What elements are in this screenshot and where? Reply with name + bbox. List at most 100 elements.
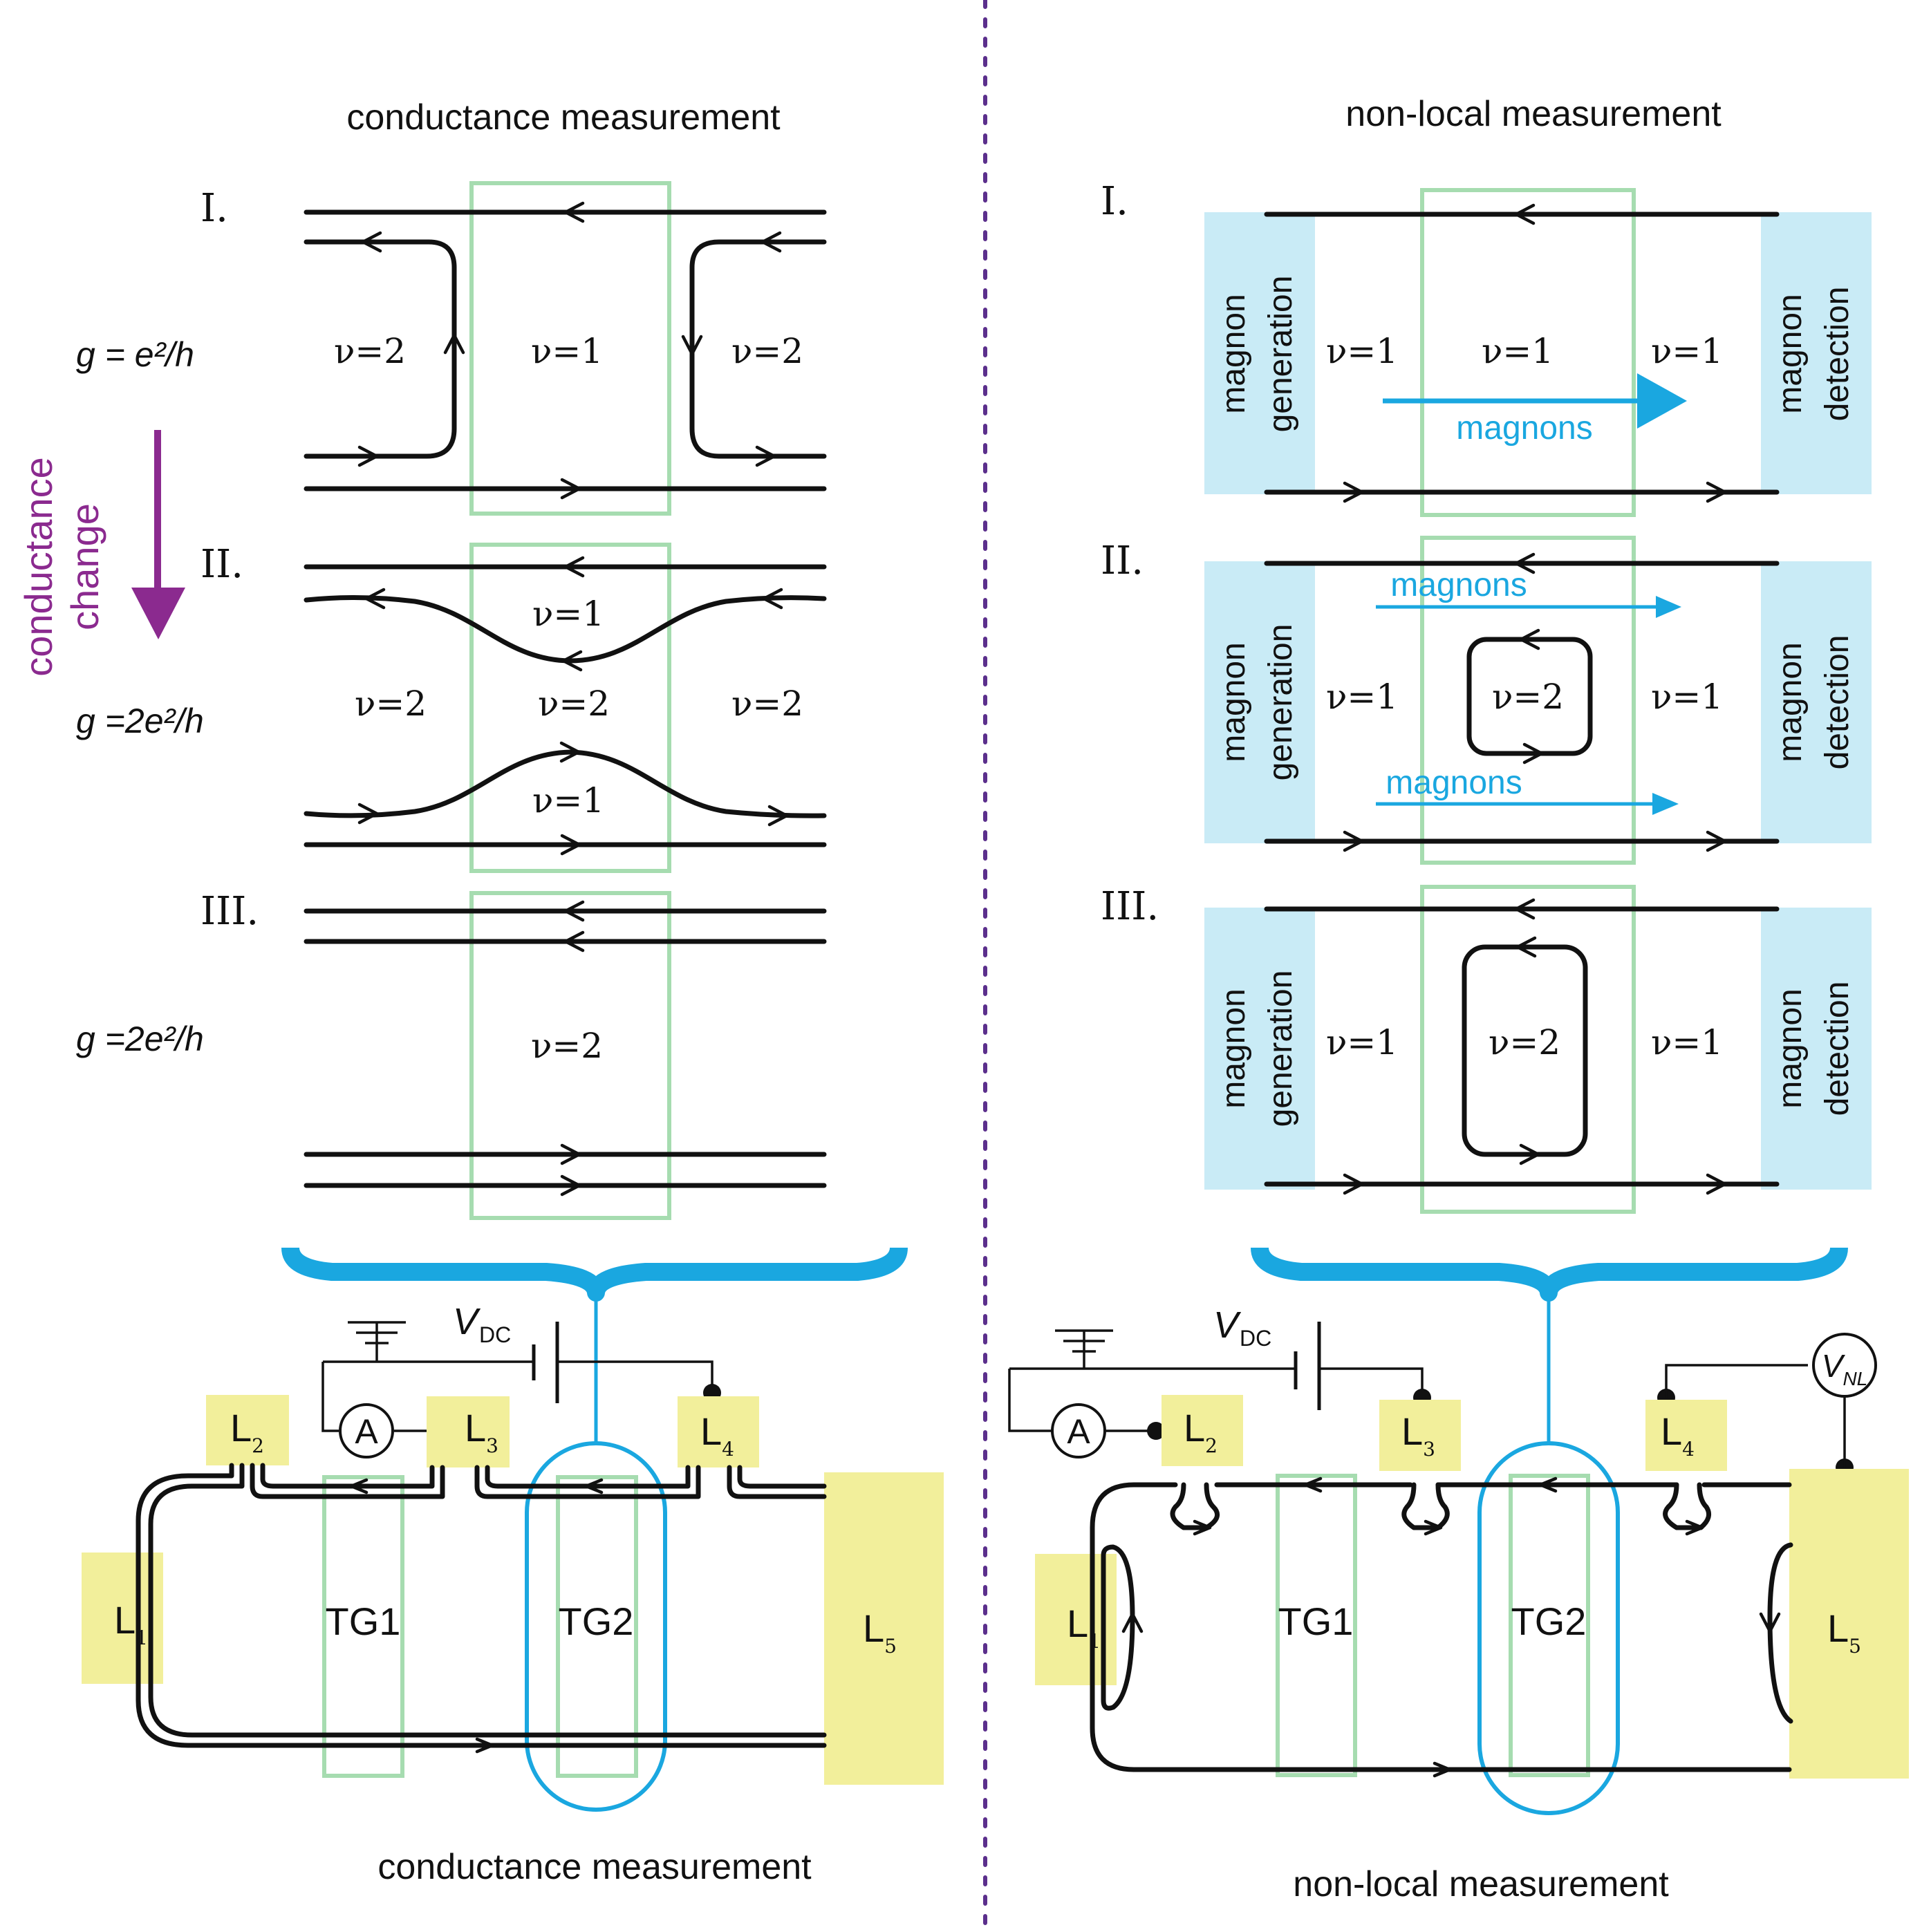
right-vdc-label: VDC [1213,1304,1271,1351]
left-gate-tg1-label: TG1 [326,1600,401,1643]
left-lead-l3-label: L3 [465,1406,498,1457]
left-panel-3-gate [469,891,671,1220]
left-circuit: VDC A L1 L2 L3 L4 L5 TG1 TG2 [82,1301,944,1812]
right-panel-1: I. magnons ν=1 ν=1 ν=1 [1101,179,1872,517]
right-panel-3-nu-left: ν=1 [1326,1022,1398,1062]
left-lead-l5-label: L5 [863,1606,897,1658]
right-ammeter-icon: A [1051,1403,1106,1459]
detection-label-1a: magnon [1772,294,1809,413]
svg-text:A: A [1067,1412,1090,1451]
right-panel-2-nu-left: ν=1 [1326,677,1398,717]
right-vnl-voltmeter-icon: VNL [1812,1333,1877,1398]
left-lead-l2-label: L2 [230,1406,264,1457]
conductance-change-arrow [131,430,185,639]
right-panel-3-generation-box [1204,908,1315,1190]
left-ground-icon [348,1321,406,1362]
right-gate-tg2 [1509,1474,1590,1777]
left-lead-l5 [824,1472,944,1785]
left-panel-2-nu-bottom: ν=1 [532,780,604,820]
detection-label-2a: magnon [1772,642,1809,762]
left-panel-1-nu-left: ν=2 [334,331,406,371]
left-panel-3-conductance: g =2e²/h [76,1020,204,1058]
left-panel-1-roman: I. [200,186,228,231]
left-tg2-outline [525,1441,667,1812]
right-panel-2-roman: II. [1101,538,1144,583]
left-lead-l2 [206,1395,289,1465]
left-panel-2-conductance: g =2e²/h [76,702,204,740]
generation-label-2a: magnon [1215,642,1252,762]
conductance-change-line2: change [63,503,106,630]
left-panel-3-roman: III. [200,889,259,934]
right-panel-3-gate [1420,885,1636,1214]
left-gate-tg2-label: TG2 [559,1600,634,1643]
left-panel-1-nu-right: ν=2 [731,331,803,371]
left-panel-2-gate [469,543,671,873]
right-panel-2-detection-box [1761,561,1872,843]
right-panel-3: III. ν=1 ν=2 ν=1 [1101,884,1872,1214]
conductance-change-label: conductance change [17,457,106,677]
right-panel-3-detection-box [1761,908,1872,1190]
left-gate-tg1 [322,1475,404,1778]
left-panel-1-gate [469,181,671,516]
left-lead-l4 [678,1396,759,1467]
left-panel-1-conductance: g = e²/h [76,335,194,374]
right-panel-3-nu-center: ν=2 [1489,1022,1560,1062]
left-vdc-label: VDC [453,1301,511,1347]
detection-label-1b: detection [1819,287,1856,422]
right-magnon-box-labels: magnon generation magnon detection magno… [1215,276,1856,1127]
right-brace [1251,1246,1848,1443]
detection-label-3b: detection [1819,982,1856,1116]
right-panel-1-nu-left: ν=1 [1326,331,1398,371]
left-panel-2-nu-left: ν=2 [355,684,427,724]
left-ammeter-icon: A [339,1403,394,1459]
detection-label-3a: magnon [1772,988,1809,1108]
left-panel-1: I. g = e²/h ν=2 ν=1 ν=2 [76,181,827,516]
generation-label-1b: generation [1262,276,1299,433]
right-gate-tg2-label: TG2 [1511,1600,1587,1643]
right-lead-l2 [1162,1395,1243,1466]
left-panel-2-nu-center: ν=2 [538,684,610,724]
right-gate-tg1 [1276,1474,1357,1777]
left-panel-1-nu-center: ν=1 [531,331,603,371]
generation-label-3b: generation [1262,970,1299,1127]
right-lead-l3-label: L3 [1401,1409,1435,1461]
right-panel-1-roman: I. [1101,179,1128,224]
right-title-bottom: non-local measurement [1293,1864,1669,1904]
right-panel-2-nu-right: ν=1 [1651,677,1723,717]
right-l2-contact [1147,1422,1165,1440]
left-panel-3-nu-center: ν=2 [531,1026,603,1066]
conductance-change-line1: conductance [17,457,60,677]
svg-text:VNL: VNL [1822,1348,1867,1389]
right-lead-l5 [1789,1469,1909,1779]
left-panel-3: III. g =2e²/h ν=2 [76,889,827,1220]
right-vdc-battery-icon [1294,1322,1321,1410]
right-panel-1-detection-fill [1761,212,1872,494]
right-panel-2-nu-center: ν=2 [1492,677,1564,717]
right-panel-2-magnons-top: magnons [1390,567,1527,603]
detection-label-2b: detection [1819,635,1856,770]
right-panel-3-roman: III. [1101,884,1159,929]
right-panel-2: II. magnons magnons ν=1 ν=2 ν=1 [1101,536,1872,865]
left-lead-l3 [427,1396,510,1467]
right-panel-1-gate [1420,188,1636,517]
right-lead-l3 [1379,1400,1461,1471]
left-title-top: conductance measurement [346,97,781,138]
right-panel-3-nu-right: ν=1 [1651,1022,1723,1062]
right-circuit: VDC A VNL L1 L2 L3 L4 L5 TG1 TG2 [1008,1304,1909,1815]
left-panel-2: II. g =2e²/h ν=1 ν=2 ν=2 ν=2 ν=1 [76,542,827,873]
left-panel-2-roman: II. [200,542,243,587]
right-panel-1-nu-right: ν=1 [1651,331,1723,371]
generation-label-1a: magnon [1215,294,1252,413]
left-title-bottom: conductance measurement [377,1847,812,1887]
right-lead-l5-label: L5 [1827,1606,1861,1658]
right-lead-l4 [1645,1400,1727,1471]
right-panel-2-gate [1420,536,1636,865]
left-gate-tg2 [556,1475,638,1778]
right-gate-tg1-label: TG1 [1278,1600,1354,1643]
right-panel-2-magnons-bottom: magnons [1386,765,1522,801]
generation-label-3a: magnon [1215,988,1252,1108]
svg-text:A: A [355,1412,378,1451]
left-panel-2-nu-top: ν=1 [532,594,604,634]
left-brace [281,1246,908,1443]
